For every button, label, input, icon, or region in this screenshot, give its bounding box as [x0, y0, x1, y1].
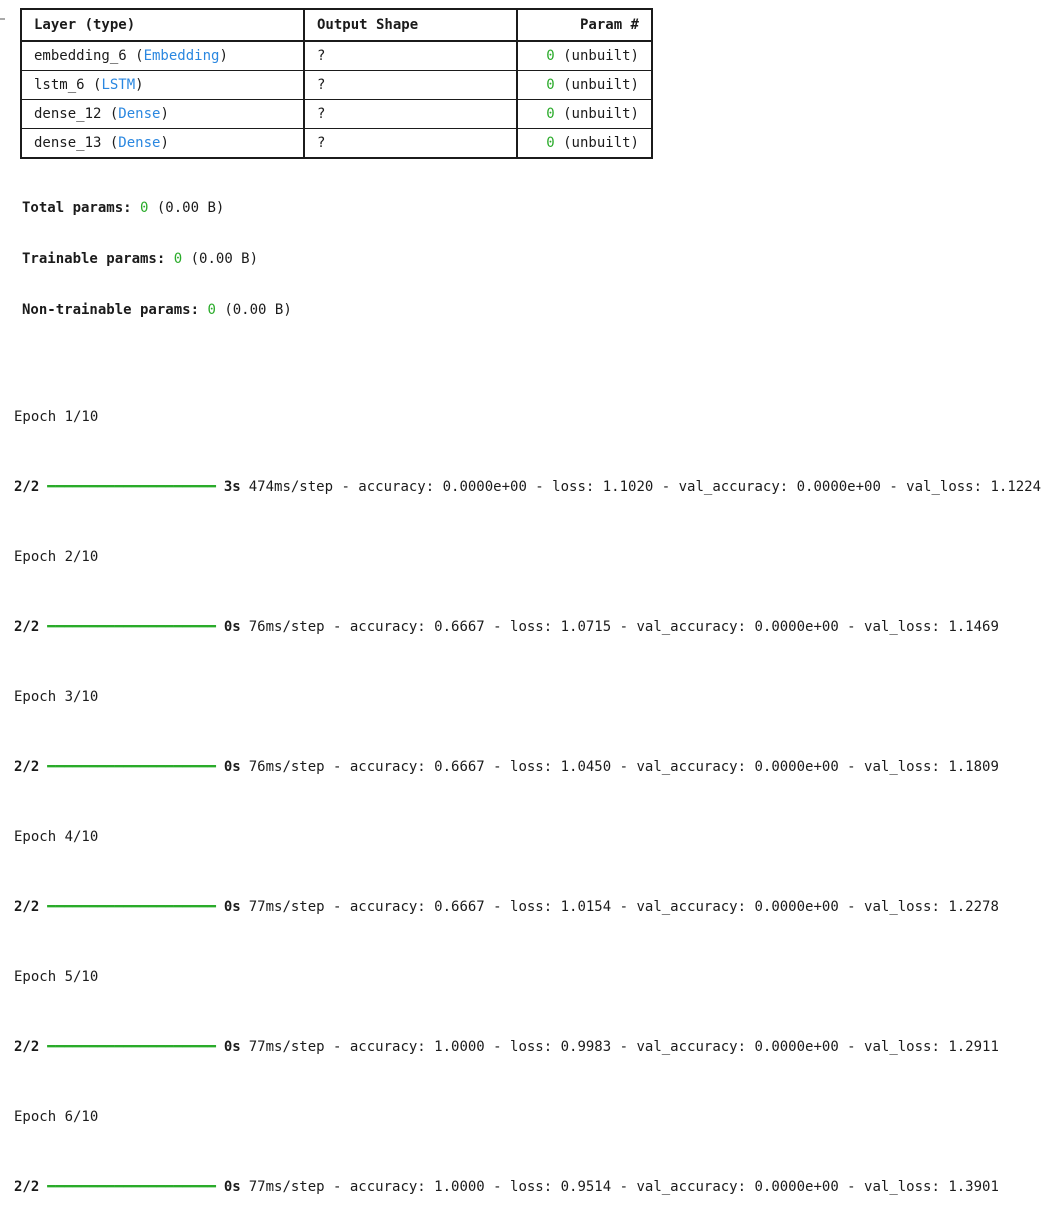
non-trainable-params-suffix: (0.00 B)	[215, 302, 292, 318]
epoch-label: Epoch 6/10	[14, 1109, 1043, 1127]
column-header-param-count: Param #	[516, 8, 652, 42]
progress-bar: ━━━━━━━━━━━━━━━━━━━━	[47, 619, 216, 635]
progress-bar: ━━━━━━━━━━━━━━━━━━━━	[47, 1179, 216, 1195]
model-summary-table: Layer (type) Output Shape Param # embedd…	[20, 8, 653, 159]
step-counter: 2/2	[14, 619, 40, 635]
layer-name-close: )	[160, 135, 169, 151]
epoch-label-text: Epoch 2/10	[14, 549, 99, 565]
metrics-text: 77ms/step - accuracy: 1.0000 - loss: 0.9…	[248, 1039, 999, 1055]
total-params-line: Total params: 0 (0.00 B)	[22, 200, 1043, 217]
training-log: Epoch 1/10 2/2 ━━━━━━━━━━━━━━━━━━━━ 3s 474m…	[14, 339, 1043, 1230]
elapsed-time: 3s	[223, 479, 241, 495]
notebook-cell-marker	[0, 18, 5, 20]
epoch-label: Epoch 1/10	[14, 409, 1043, 427]
param-value: 0	[546, 77, 555, 93]
layer-name-cell: lstm_6 (LSTM)	[21, 70, 304, 100]
layer-name-close: )	[135, 77, 144, 93]
step-counter: 2/2	[14, 1039, 40, 1055]
param-value: 0	[546, 135, 555, 151]
epoch-label: Epoch 3/10	[14, 689, 1043, 707]
params-summary: Total params: 0 (0.00 B) Trainable param…	[22, 166, 1043, 336]
param-value: 0	[546, 48, 555, 64]
param-suffix: (unbuilt)	[554, 106, 639, 122]
progress-bar: ━━━━━━━━━━━━━━━━━━━━	[47, 479, 216, 495]
trainable-params-suffix: (0.00 B)	[182, 251, 259, 267]
layer-name-cell: dense_13 (Dense)	[21, 128, 304, 158]
step-counter: 2/2	[14, 1179, 40, 1195]
column-header-output-shape: Output Shape	[303, 8, 517, 42]
progress-line: 2/2 ━━━━━━━━━━━━━━━━━━━━ 0s 77ms/step - acc…	[14, 1039, 1043, 1057]
total-params-suffix: (0.00 B)	[148, 200, 225, 216]
param-count-cell: 0 (unbuilt)	[516, 99, 652, 129]
layer-name-close: )	[219, 48, 228, 64]
elapsed-time: 0s	[223, 899, 241, 915]
total-params-label: Total params:	[22, 200, 132, 216]
table-row: dense_12 (Dense) ? 0 (unbuilt)	[21, 99, 652, 129]
param-count-cell: 0 (unbuilt)	[516, 128, 652, 158]
output-shape-cell: ?	[303, 70, 517, 100]
layer-name: dense_12 (	[34, 106, 119, 122]
progress-bar: ━━━━━━━━━━━━━━━━━━━━	[47, 899, 216, 915]
progress-bar: ━━━━━━━━━━━━━━━━━━━━	[47, 1039, 216, 1055]
param-suffix: (unbuilt)	[554, 135, 639, 151]
epoch-label: Epoch 5/10	[14, 969, 1043, 987]
epoch-label-text: Epoch 4/10	[14, 829, 99, 845]
progress-line: 2/2 ━━━━━━━━━━━━━━━━━━━━ 0s 77ms/step - acc…	[14, 899, 1043, 917]
elapsed-time: 0s	[223, 759, 241, 775]
metrics-text: 77ms/step - accuracy: 1.0000 - loss: 0.9…	[248, 1179, 999, 1195]
output-shape-cell: ?	[303, 40, 517, 71]
progress-line: 2/2 ━━━━━━━━━━━━━━━━━━━━ 0s 76ms/step - acc…	[14, 619, 1043, 637]
param-suffix: (unbuilt)	[554, 77, 639, 93]
progress-line: 2/2 ━━━━━━━━━━━━━━━━━━━━ 0s 76ms/step - acc…	[14, 759, 1043, 777]
param-count-cell: 0 (unbuilt)	[516, 40, 652, 71]
table-row: dense_13 (Dense) ? 0 (unbuilt)	[21, 128, 652, 158]
epoch-label: Epoch 2/10	[14, 549, 1043, 567]
param-suffix: (unbuilt)	[554, 48, 639, 64]
metrics-text: 77ms/step - accuracy: 0.6667 - loss: 1.0…	[248, 899, 999, 915]
layer-name: dense_13 (	[34, 135, 119, 151]
metrics-text: 474ms/step - accuracy: 0.0000e+00 - loss…	[248, 479, 1042, 495]
param-value: 0	[546, 106, 555, 122]
epoch-label-text: Epoch 3/10	[14, 689, 99, 705]
epoch-label-text: Epoch 1/10	[14, 409, 99, 425]
layer-type: Dense	[118, 106, 161, 122]
trainable-params-label: Trainable params:	[22, 251, 166, 267]
non-trainable-params-line: Non-trainable params: 0 (0.00 B)	[22, 302, 1043, 319]
total-params-value: 0	[140, 200, 149, 216]
table-row: embedding_6 (Embedding) ? 0 (unbuilt)	[21, 40, 652, 71]
step-counter: 2/2	[14, 899, 40, 915]
progress-bar: ━━━━━━━━━━━━━━━━━━━━	[47, 759, 216, 775]
metrics-text: 76ms/step - accuracy: 0.6667 - loss: 1.0…	[248, 759, 999, 775]
layer-name: lstm_6 (	[34, 77, 102, 93]
epoch-label: Epoch 4/10	[14, 829, 1043, 847]
table-row: lstm_6 (LSTM) ? 0 (unbuilt)	[21, 70, 652, 100]
epoch-label-text: Epoch 6/10	[14, 1109, 99, 1125]
output-shape-cell: ?	[303, 128, 517, 158]
layer-name-cell: dense_12 (Dense)	[21, 99, 304, 129]
progress-line: 2/2 ━━━━━━━━━━━━━━━━━━━━ 0s 77ms/step - acc…	[14, 1179, 1043, 1197]
column-header-layer-type: Layer (type)	[21, 8, 304, 42]
elapsed-time: 0s	[223, 1179, 241, 1195]
epoch-label-text: Epoch 5/10	[14, 969, 99, 985]
trainable-params-line: Trainable params: 0 (0.00 B)	[22, 251, 1043, 268]
layer-name-close: )	[160, 106, 169, 122]
non-trainable-params-value: 0	[207, 302, 216, 318]
param-count-cell: 0 (unbuilt)	[516, 70, 652, 100]
table-header-row: Layer (type) Output Shape Param #	[21, 8, 652, 42]
output-shape-cell: ?	[303, 99, 517, 129]
metrics-text: 76ms/step - accuracy: 0.6667 - loss: 1.0…	[248, 619, 999, 635]
layer-type: Dense	[118, 135, 161, 151]
step-counter: 2/2	[14, 759, 40, 775]
step-counter: 2/2	[14, 479, 40, 495]
layer-name: embedding_6 (	[34, 48, 144, 64]
layer-name-cell: embedding_6 (Embedding)	[21, 40, 304, 71]
elapsed-time: 0s	[223, 1039, 241, 1055]
progress-line: 2/2 ━━━━━━━━━━━━━━━━━━━━ 3s 474ms/step - ac…	[14, 479, 1043, 497]
trainable-params-value: 0	[173, 251, 183, 267]
elapsed-time: 0s	[223, 619, 241, 635]
layer-type: Embedding	[143, 48, 220, 64]
non-trainable-params-label: Non-trainable params:	[22, 302, 200, 318]
layer-type: LSTM	[101, 77, 136, 93]
